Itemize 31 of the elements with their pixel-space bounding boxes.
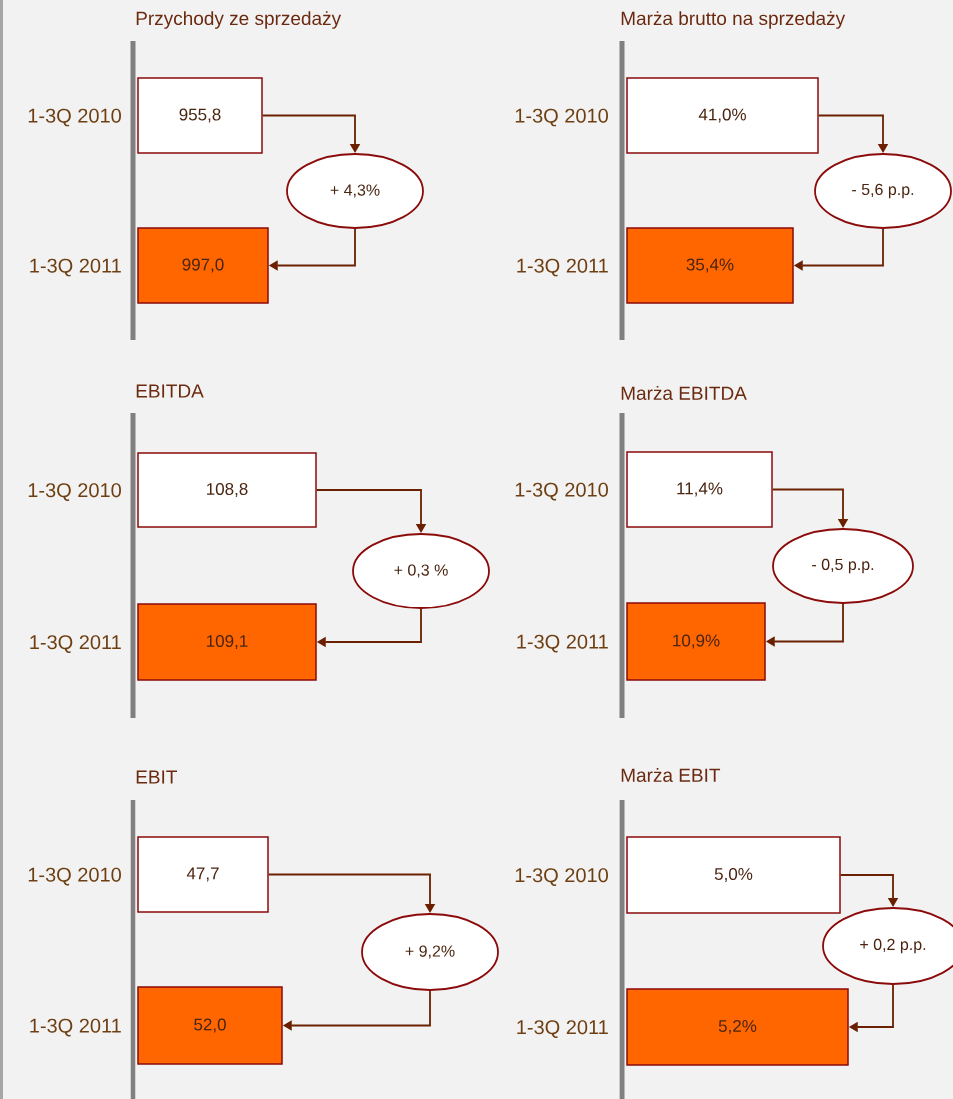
arrow [315,489,427,533]
value-bar: 5,2% [626,988,849,1066]
period-label: 1-3Q 2011 [30,1018,121,1037]
panel-title: Marża brutto na sprzedaży [621,11,846,29]
period-label: 1-3Q 2010 [515,482,608,501]
panel-title: Marża EBIT [621,768,721,782]
period-label: 1-3Q 2010 [515,868,608,886]
panel-title: EBIT [136,770,177,784]
period-label: 1-3Q 2011 [517,634,608,653]
period-label: 1-3Q 2011 [517,1020,608,1038]
panel-title: EBITDA [136,384,204,398]
period-label: 1-3Q 2010 [28,867,121,886]
value-bar: 41,0% [626,77,819,154]
panel-title: Marża EBITDA [621,386,747,400]
period-label: 1-3Q 2011 [30,258,121,277]
value-bar: 52,0 [137,986,283,1065]
value-bar: 10,9% [626,602,766,681]
value-bar: 5,0% [626,836,841,914]
value-bar: 109,1 [137,603,317,681]
period-label: 1-3Q 2010 [515,108,608,127]
period-label: 1-3Q 2011 [517,258,608,277]
value-bar: 955,8 [137,77,263,154]
period-label: 1-3Q 2011 [30,635,121,653]
value-bar: 11,4% [626,451,773,528]
value-bar: 47,7 [137,836,269,913]
period-label: 1-3Q 2010 [28,483,121,501]
value-bar: 997,0 [137,227,269,304]
value-bar: 35,4% [626,227,794,304]
period-label: 1-3Q 2010 [28,108,121,127]
value-bar: 108,8 [137,452,317,528]
panel-title: Przychody ze sprzedaży [136,11,342,29]
